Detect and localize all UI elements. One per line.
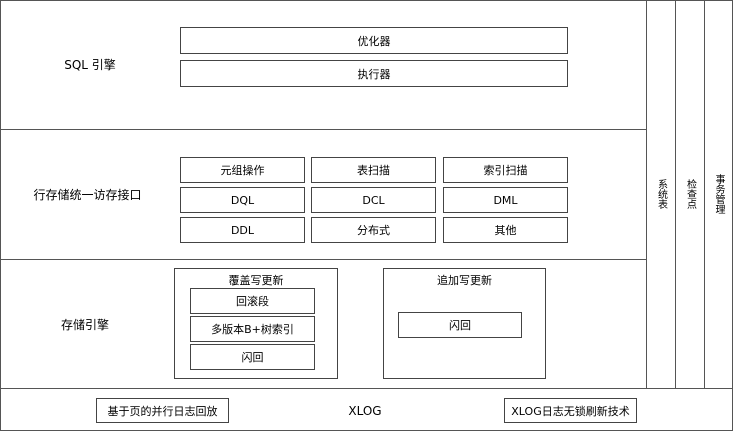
- divider-side-2: [675, 0, 676, 388]
- dql-box: DQL: [180, 187, 305, 213]
- divider-storage-xlog: [0, 388, 733, 389]
- mvcc-btree-index-box: 多版本B+树索引: [190, 316, 315, 342]
- lockfree-flush-box: XLOG日志无锁刷新技术: [504, 398, 637, 423]
- side-label-transaction-management: 事务管理: [713, 174, 724, 214]
- divider-side-1: [646, 0, 647, 388]
- divider-side-3: [704, 0, 705, 388]
- tuple-ops-box: 元组操作: [180, 157, 305, 183]
- other-box: 其他: [443, 217, 568, 243]
- side-label-checkpoint: 检查点: [684, 179, 696, 209]
- distributed-box: 分布式: [311, 217, 436, 243]
- append-update-group: [383, 268, 546, 379]
- rollback-segment-box: 回滚段: [190, 288, 315, 314]
- overwrite-update-group: [174, 268, 338, 379]
- side-label-system-tables: 系统表: [655, 179, 667, 209]
- row-store-label: 行存储统一访存接口: [33, 188, 142, 202]
- executor-box: 执行器: [180, 60, 568, 87]
- flashback-box-append: 闪回: [398, 312, 522, 338]
- dml-box: DML: [443, 187, 568, 213]
- dcl-box: DCL: [311, 187, 436, 213]
- divider-sql-row: [0, 129, 646, 130]
- table-scan-box: 表扫描: [311, 157, 436, 183]
- append-update-title: 追加写更新: [437, 274, 492, 287]
- index-scan-box: 索引扫描: [443, 157, 568, 183]
- flashback-box-overwrite: 闪回: [190, 344, 315, 370]
- sql-engine-label: SQL 引擎: [64, 58, 116, 72]
- optimizer-box: 优化器: [180, 27, 568, 54]
- divider-row-storage: [0, 259, 646, 260]
- ddl-box: DDL: [180, 217, 305, 243]
- page-parallel-replay-box: 基于页的并行日志回放: [96, 398, 229, 423]
- xlog-label: XLOG: [348, 403, 382, 418]
- overwrite-update-title: 覆盖写更新: [228, 274, 284, 287]
- storage-engine-label: 存储引擎: [60, 317, 109, 332]
